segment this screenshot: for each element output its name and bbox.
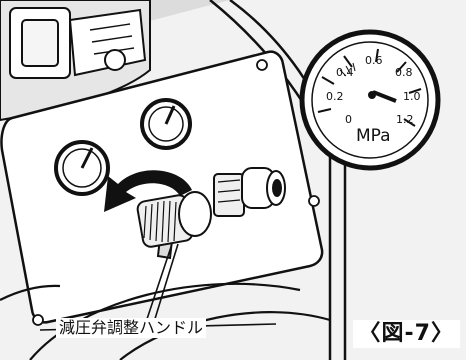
gauge-scale-0: 0 bbox=[345, 113, 352, 126]
gauge-needle bbox=[372, 90, 397, 103]
left-panel-gauge bbox=[54, 140, 110, 196]
regulator-handle-label: 減圧弁調整ハンドル bbox=[56, 318, 207, 338]
gauge-scale-0-4: 0.4 bbox=[336, 66, 354, 79]
tank-lower bbox=[0, 282, 331, 360]
motor-unit bbox=[0, 0, 151, 122]
pressure-gauge-inset: 0 0.2 0.4 0.6 0.8 1.0 1.2 MPa bbox=[299, 29, 441, 171]
turn-direction-arrow bbox=[104, 170, 192, 212]
gauge-unit-label: MPa bbox=[356, 126, 391, 146]
gauge-scale-1-2: 1.2 bbox=[396, 113, 414, 126]
figure-number: 〈図-7〉 bbox=[352, 320, 460, 348]
gauge-scale-0-6: 0.6 bbox=[365, 54, 383, 67]
control-panel bbox=[0, 50, 324, 326]
gauge-scale-0-8: 0.8 bbox=[395, 66, 413, 79]
gauge-scale-0-2: 0.2 bbox=[326, 90, 344, 103]
air-outlet-coupler bbox=[213, 167, 286, 217]
gauge-scale-1-0: 1.0 bbox=[403, 90, 421, 103]
right-panel-gauge bbox=[140, 98, 192, 150]
